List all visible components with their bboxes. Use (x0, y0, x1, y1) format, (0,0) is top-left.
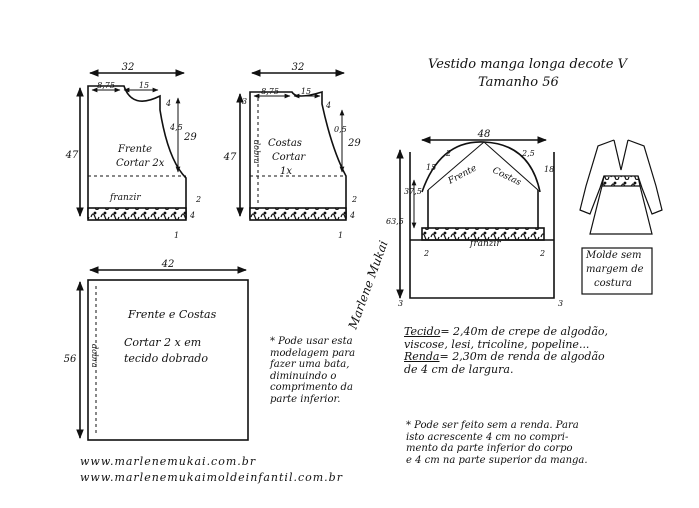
molde-note-line3: costura (594, 278, 632, 289)
lace-note: * Pode ser feito sem a renda. Para isto … (406, 420, 588, 466)
sleeve-cap-height-right: 18 (544, 165, 554, 174)
fabric-text: = 2,40m de crepe de algodão, (440, 325, 609, 338)
sleeve-bottom-left-label: 3 (398, 299, 403, 308)
front-neck-label: 8,75 (97, 81, 115, 90)
sleeve-front-label: Frente (446, 163, 479, 187)
front-length-label: 47 (65, 150, 79, 161)
front-hem-out-label: 2 (195, 195, 201, 204)
back-fold-label: dobra (252, 140, 261, 164)
back-shoulder-label: 15 (301, 87, 311, 96)
back-cut-label: Cortar (272, 152, 306, 163)
back-piece-label: Costas (268, 138, 302, 149)
fabric-text-2: viscose, lesi, tricoline, popeline... (404, 337, 590, 351)
sleeve-total-length-label: 63,5 (386, 217, 404, 226)
skirt-height-label: 56 (64, 354, 77, 365)
lace-note-line: isto acrescente 4 cm no compri- (406, 431, 569, 443)
title-line2: Tamanho 56 (478, 75, 559, 90)
back-side-label: 29 (347, 138, 361, 149)
front-cut-label: Cortar 2x (116, 158, 165, 169)
lace-note-line: e 4 cm na parte superior da manga. (406, 454, 588, 466)
skirt-piece-label: Frente e Costas (127, 308, 217, 321)
skirt-fold-label: dobra (90, 344, 99, 368)
back-width-label: 32 (292, 62, 305, 73)
front-shoulder-label: 15 (139, 81, 149, 90)
blouse-note-line: modelagem para (270, 347, 356, 359)
back-hem-mark: 1 (338, 231, 343, 240)
website-main[interactable]: www.marlenemukai.com.br (80, 455, 257, 468)
skirt-width-label: 42 (161, 259, 175, 270)
front-armhole-label: 4,5 (169, 123, 183, 132)
front-gather-label: franzir (109, 193, 141, 203)
back-neck-drop-label: 3 (242, 97, 247, 106)
blouse-note-line: * Pode usar esta (270, 336, 353, 347)
blouse-note: * Pode usar esta modelagem para fazer um… (270, 336, 355, 405)
front-piece-label: Frente (117, 144, 152, 155)
materials: Tecido= 2,40m de crepe de algodão, visco… (404, 325, 609, 377)
front-hem-mark: 1 (174, 231, 179, 240)
signature: Marlene Mukai (345, 239, 390, 332)
skirt-piece (87, 279, 249, 441)
sleeve-cuff-left-label: 2 (423, 249, 429, 258)
front-hem-up-label: 4 (189, 211, 195, 220)
dress-illustration (579, 139, 663, 235)
sleeve-piece (409, 141, 555, 299)
back-neck-label: 8,75 (261, 87, 279, 96)
front-neck-drop-label: 4 (165, 99, 171, 108)
front-width-label: 32 (122, 62, 135, 73)
fabric-label: Tecido (404, 325, 441, 338)
lace-text: = 2,30m de renda de algodão (439, 350, 605, 364)
sleeve-cap-right-label: 2,5 (521, 149, 535, 158)
blouse-note-line: diminuindo o (270, 370, 337, 382)
back-length-label: 47 (223, 152, 237, 163)
sleeve-bottom-right-label: 3 (558, 299, 563, 308)
sleeve-back-label: Costas (491, 166, 523, 189)
bodice-back-piece (249, 90, 347, 221)
blouse-note-line: fazer uma bata, (270, 359, 350, 370)
lace-text-2: de 4 cm de largura. (404, 362, 514, 376)
sleeve-width-label: 48 (477, 129, 491, 140)
back-hem-out-label: 2 (351, 195, 357, 204)
sleeve-gather-label: franzir (469, 239, 501, 249)
skirt-fold-instruction: tecido dobrado (124, 352, 208, 365)
back-shoulder-drop-label: 4 (325, 101, 331, 110)
back-armhole-label: 0,5 (334, 125, 347, 134)
blouse-note-line: parte inferior. (270, 393, 341, 405)
blouse-note-line: comprimento da (270, 382, 353, 393)
skirt-cut-label: Cortar 2 x em (124, 336, 201, 349)
back-hem-up-label: 4 (349, 211, 355, 220)
sleeve-cap-length-label: 37,5 (404, 187, 422, 196)
front-side-label: 29 (183, 132, 197, 143)
lace-note-line: mento da parte inferior do corpo (406, 443, 573, 454)
lace-label: Renda (404, 350, 440, 364)
bodice-front-piece (87, 85, 187, 221)
molde-note-box (581, 247, 653, 295)
website-kids[interactable]: www.marlenemukaimoldeinfantil.com.br (80, 471, 343, 484)
sleeve-cap-left-label: 2 (445, 149, 451, 158)
molde-note-line1: Molde sem (586, 250, 642, 261)
sleeve-cuff-right-label: 2 (539, 249, 545, 258)
molde-note-line2: margem de (586, 264, 644, 275)
sleeve-cap-height-left: 15 (426, 163, 436, 172)
back-cut-count-label: 1x (280, 166, 292, 177)
title-line1: Vestido manga longa decote V (428, 57, 627, 72)
lace-note-line: * Pode ser feito sem a renda. Para (406, 420, 579, 431)
